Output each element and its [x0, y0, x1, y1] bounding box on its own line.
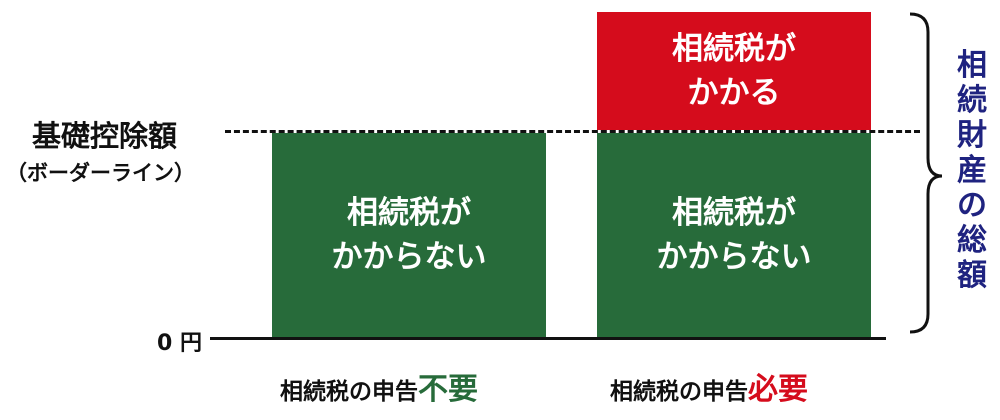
zero-label: 0 円: [157, 331, 202, 356]
border-dashed-line: [225, 130, 920, 133]
right-bar-taxed: 相続税が かかる: [597, 12, 871, 130]
left-bar-no-tax: 相続税が かからない: [272, 133, 546, 337]
left-caption-prefix: 相続税の申告: [280, 379, 418, 405]
curly-brace-icon: [909, 12, 943, 334]
right-caption-emphasis: 必要: [748, 372, 808, 407]
right-caption: 相続税の申告必要: [610, 364, 808, 408]
border-sublabel: （ボーダーライン）: [6, 161, 195, 185]
right-bar-no-tax: 相続税が かからない: [597, 133, 871, 337]
left-caption: 相続税の申告不要: [280, 364, 478, 408]
border-label: 基礎控除額: [32, 119, 178, 153]
total-estate-label: 相 続 財 産 の 総 額: [957, 48, 987, 293]
baseline: [210, 337, 886, 340]
left-caption-emphasis: 不要: [418, 372, 478, 407]
right-caption-prefix: 相続税の申告: [610, 379, 748, 405]
